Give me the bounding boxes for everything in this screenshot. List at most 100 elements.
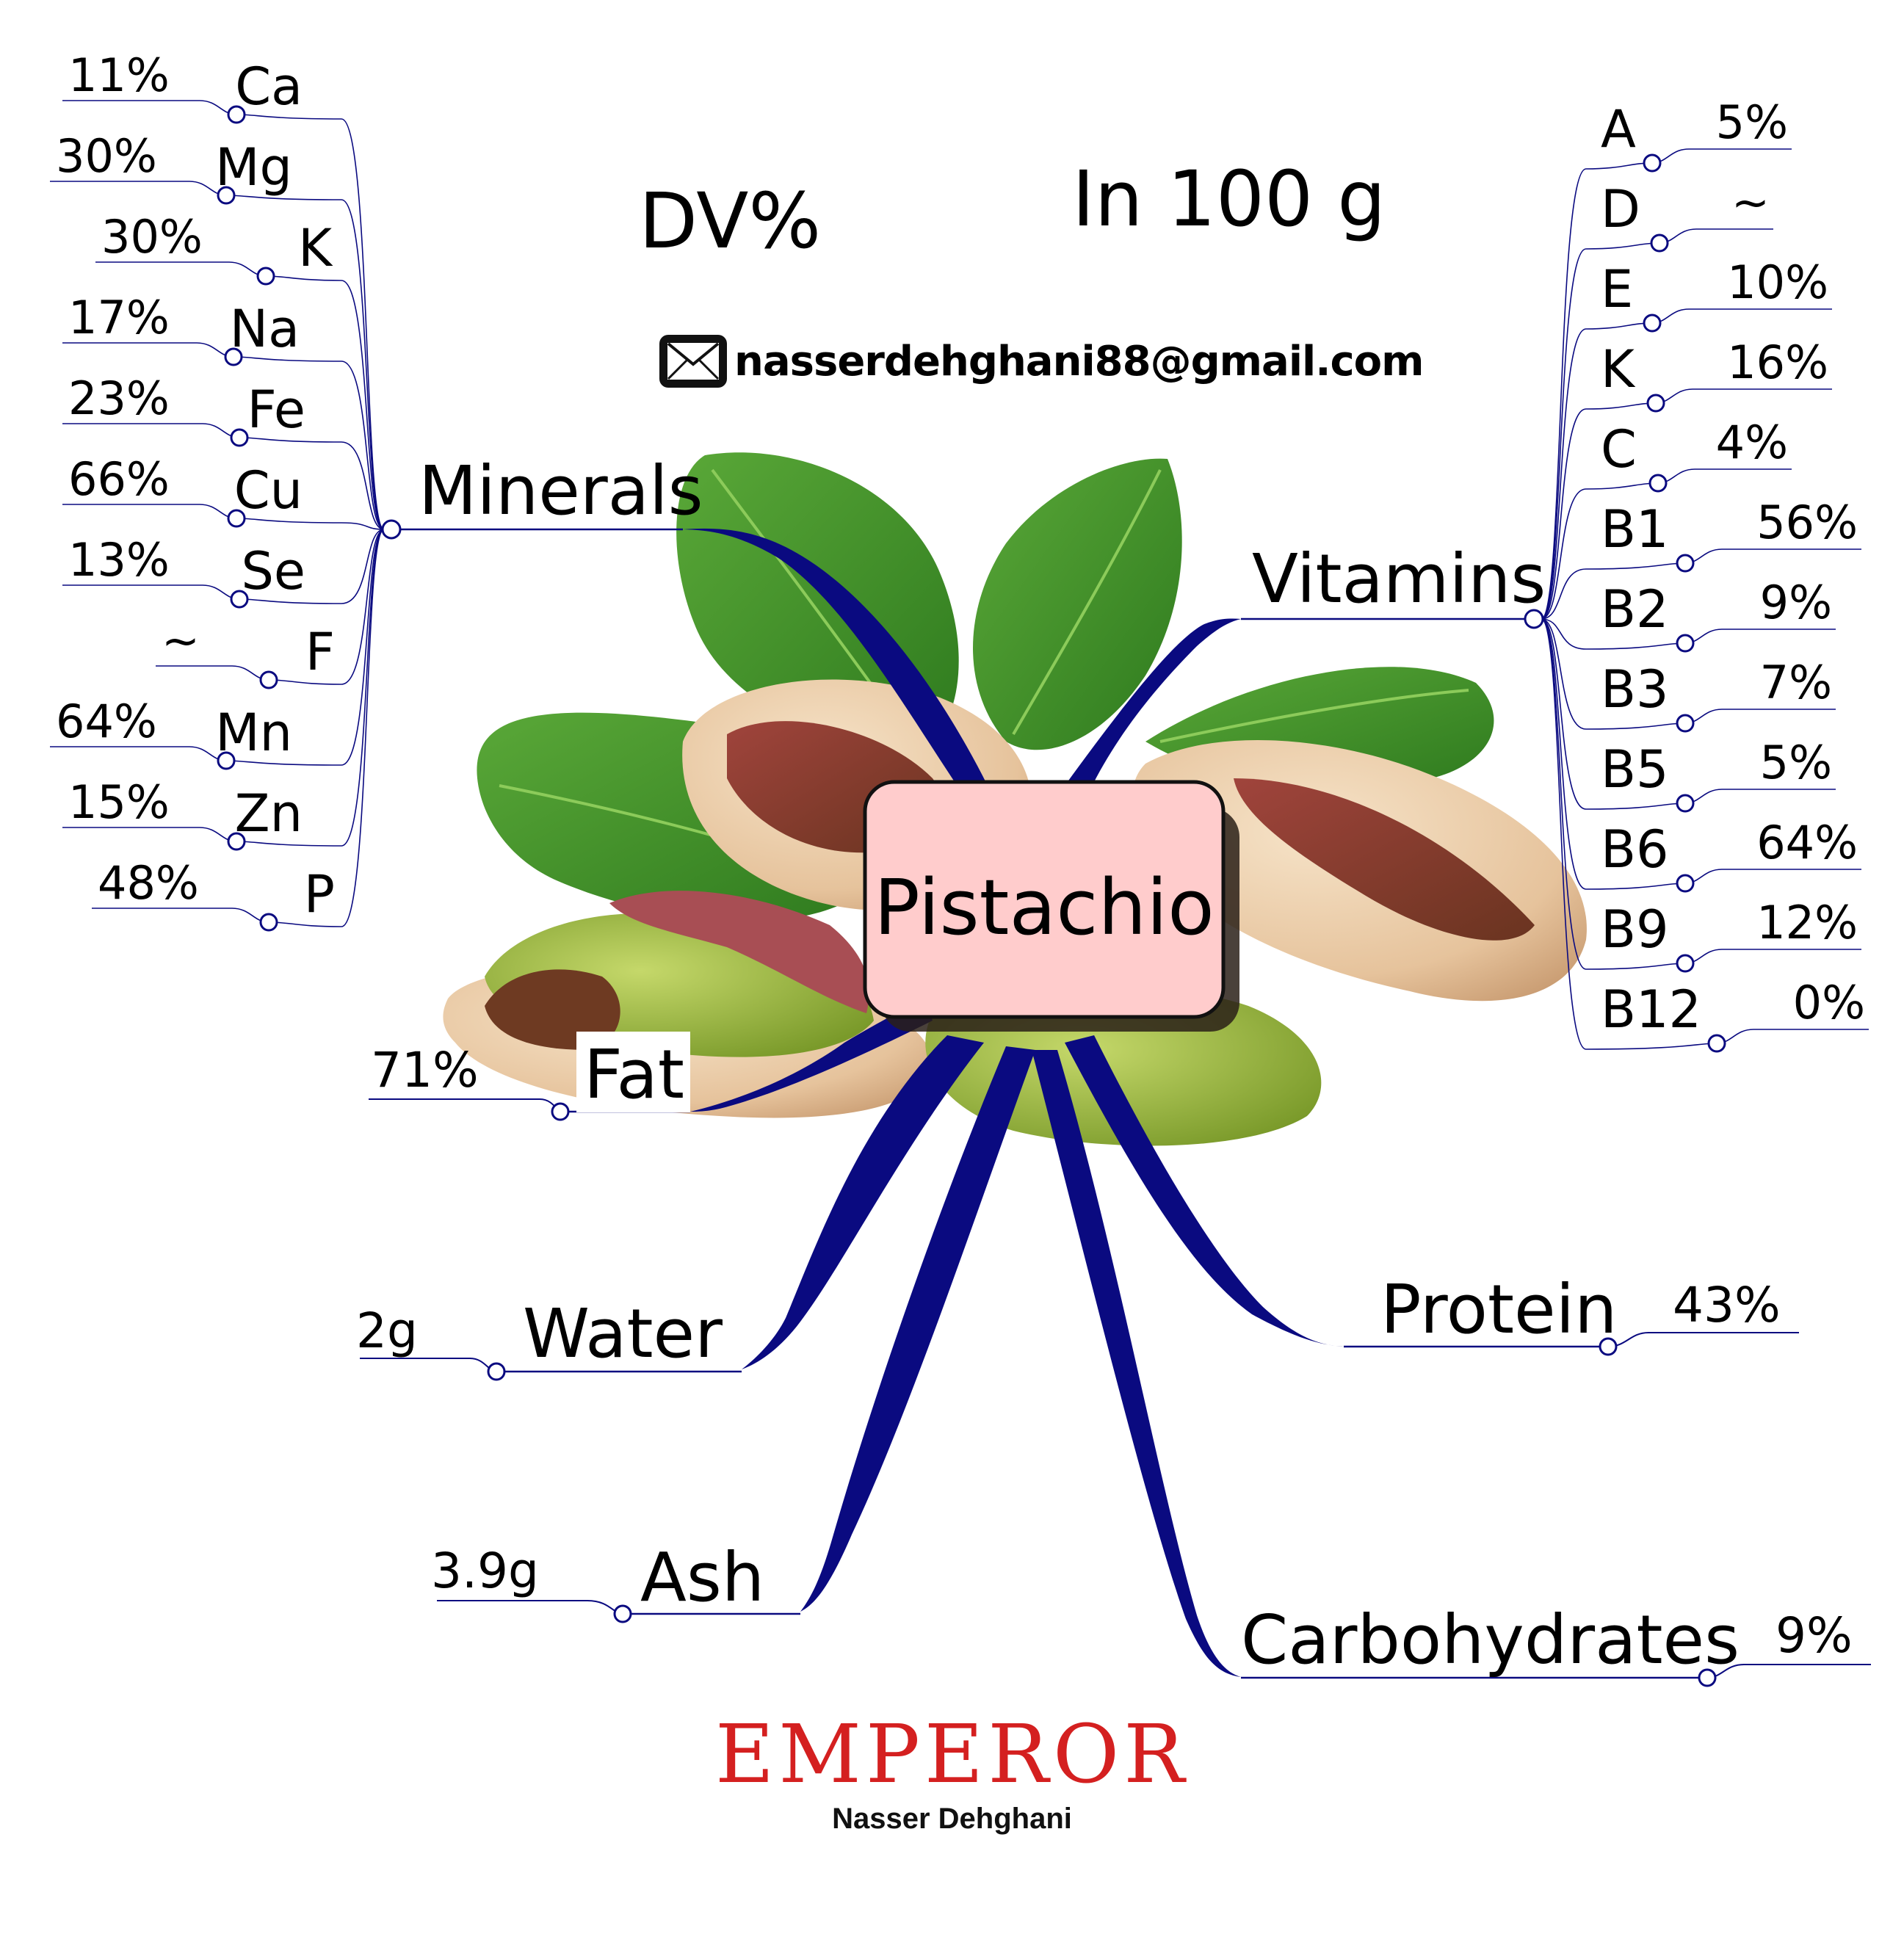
- vitamin-value-b6: 64%: [1756, 816, 1858, 869]
- mineral-node-na[interactable]: [224, 347, 243, 366]
- vitamin-node-c[interactable]: [1648, 474, 1668, 493]
- ash-label: Ash: [640, 1538, 764, 1617]
- branch-vitamins: [1065, 618, 1241, 797]
- email-address[interactable]: nasserdehghani88@gmail.com: [734, 337, 1424, 385]
- mineral-name-zn: Zn: [235, 783, 303, 844]
- carbohydrates-node[interactable]: [1698, 1668, 1717, 1687]
- mineral-node-fe[interactable]: [230, 428, 249, 447]
- mineral-node-zn[interactable]: [227, 832, 246, 851]
- central-node-label: Pistachio: [874, 863, 1215, 952]
- vitamins-node[interactable]: [1524, 609, 1544, 629]
- mineral-value-se: 13%: [68, 533, 170, 587]
- vitamin-node-d[interactable]: [1650, 233, 1669, 253]
- branch-protein: [1065, 1035, 1344, 1347]
- vitamin-node-b2[interactable]: [1676, 634, 1695, 653]
- mineral-node-f[interactable]: [259, 670, 278, 689]
- branch-minerals: [683, 528, 988, 793]
- vitamin-node-b9[interactable]: [1676, 954, 1695, 973]
- vitamin-name-b12: B12: [1601, 979, 1701, 1040]
- mineral-node-cu[interactable]: [227, 509, 246, 528]
- vitamin-node-b1[interactable]: [1676, 554, 1695, 573]
- mineral-value-fe: 23%: [68, 372, 170, 425]
- mineral-node-ca[interactable]: [227, 105, 246, 124]
- minerals-label: Minerals: [419, 452, 703, 530]
- mineral-node-se[interactable]: [230, 590, 249, 609]
- mineral-value-k: 30%: [101, 210, 203, 264]
- ash-node[interactable]: [613, 1604, 632, 1623]
- branch-carbohydrates: [1032, 1050, 1241, 1677]
- branch-water: [742, 1035, 984, 1369]
- mineral-name-ca: Ca: [235, 57, 303, 117]
- carbohydrates-value: 9%: [1776, 1607, 1853, 1664]
- branch-ash: [800, 1046, 1035, 1612]
- mineral-value-na: 17%: [68, 291, 170, 344]
- vitamin-value-c: 4%: [1716, 416, 1788, 469]
- fat-node[interactable]: [551, 1102, 570, 1121]
- vitamin-value-b9: 12%: [1756, 896, 1858, 949]
- mineral-node-mg[interactable]: [217, 186, 236, 205]
- protein-value: 43%: [1673, 1277, 1781, 1333]
- vitamin-value-b3: 7%: [1760, 656, 1832, 709]
- vitamin-name-b9: B9: [1601, 899, 1669, 960]
- ash-value: 3.9g: [431, 1543, 539, 1599]
- vitamin-value-d: ~: [1731, 175, 1770, 229]
- vitamin-name-b5: B5: [1601, 739, 1669, 800]
- mineral-name-se: Se: [242, 541, 306, 601]
- mineral-value-p: 48%: [98, 856, 199, 910]
- vitamin-node-b6[interactable]: [1676, 874, 1695, 893]
- value-nodes: [487, 1102, 1717, 1687]
- minerals-list: 11%Ca30%Mg30%K17%Na23%Fe66%Cu13%Se~F64%M…: [56, 48, 335, 932]
- vitamin-value-b2: 9%: [1760, 576, 1832, 629]
- central-node[interactable]: Pistachio: [863, 780, 1239, 1032]
- mineral-node-k[interactable]: [256, 267, 275, 286]
- mineral-value-ca: 11%: [68, 48, 170, 102]
- vitamin-value-b12: 0%: [1793, 976, 1865, 1029]
- envelope-icon: [659, 335, 727, 388]
- branch-labels: Minerals Vitamins Fat Water Ash Protein …: [419, 452, 1740, 1679]
- mineral-value-zn: 15%: [68, 775, 170, 829]
- vitamin-value-e: 10%: [1727, 256, 1828, 309]
- vitamin-node-k[interactable]: [1646, 394, 1665, 413]
- vitamin-node-b3[interactable]: [1676, 714, 1695, 733]
- value-labels: 71% 2g 3.9g 43% 9%: [356, 1042, 1853, 1664]
- vitamin-name-b3: B3: [1601, 659, 1669, 720]
- mineral-name-p: P: [304, 864, 335, 924]
- brand-signature: EMPEROR: [714, 1707, 1190, 1801]
- protein-node[interactable]: [1599, 1337, 1618, 1356]
- vitamin-node-b12[interactable]: [1707, 1034, 1726, 1053]
- email-contact[interactable]: nasserdehghani88@gmail.com: [659, 332, 1424, 391]
- mineral-value-mn: 64%: [56, 695, 157, 748]
- carbohydrates-label: Carbohydrates: [1241, 1601, 1740, 1679]
- vitamin-node-a[interactable]: [1643, 153, 1662, 173]
- branch-fat: [690, 999, 933, 1112]
- author-name: Nasser Dehghani: [832, 1803, 1072, 1835]
- vitamin-value-a: 5%: [1716, 95, 1788, 149]
- vitamin-value-b5: 5%: [1760, 736, 1832, 789]
- mineral-value-cu: 66%: [68, 452, 170, 506]
- leaf-top-right: [973, 458, 1182, 750]
- vitamin-name-k: K: [1601, 339, 1636, 399]
- water-label: Water: [523, 1294, 723, 1373]
- vitamin-value-b1: 56%: [1756, 496, 1858, 549]
- mineral-node-mn[interactable]: [217, 751, 236, 770]
- mineral-name-na: Na: [230, 299, 300, 359]
- value-connectors: [360, 1098, 1871, 1678]
- vitamin-name-e: E: [1601, 259, 1633, 319]
- vitamin-name-d: D: [1601, 179, 1640, 239]
- mineral-value-mg: 30%: [56, 129, 157, 183]
- minerals-node[interactable]: [381, 519, 402, 540]
- vitamin-name-b6: B6: [1601, 819, 1669, 880]
- vitamin-node-b5[interactable]: [1676, 794, 1695, 813]
- mineral-name-k: K: [298, 218, 333, 278]
- vitamins-label: Vitamins: [1252, 540, 1546, 618]
- water-node[interactable]: [487, 1362, 506, 1381]
- vitamin-name-b1: B1: [1601, 499, 1669, 559]
- mineral-value-f: ~: [162, 614, 200, 667]
- mineral-name-cu: Cu: [234, 460, 303, 521]
- mineral-node-p[interactable]: [259, 913, 278, 932]
- mineral-name-fe: Fe: [247, 380, 305, 440]
- water-value: 2g: [356, 1303, 418, 1359]
- vitamin-node-e[interactable]: [1643, 314, 1662, 333]
